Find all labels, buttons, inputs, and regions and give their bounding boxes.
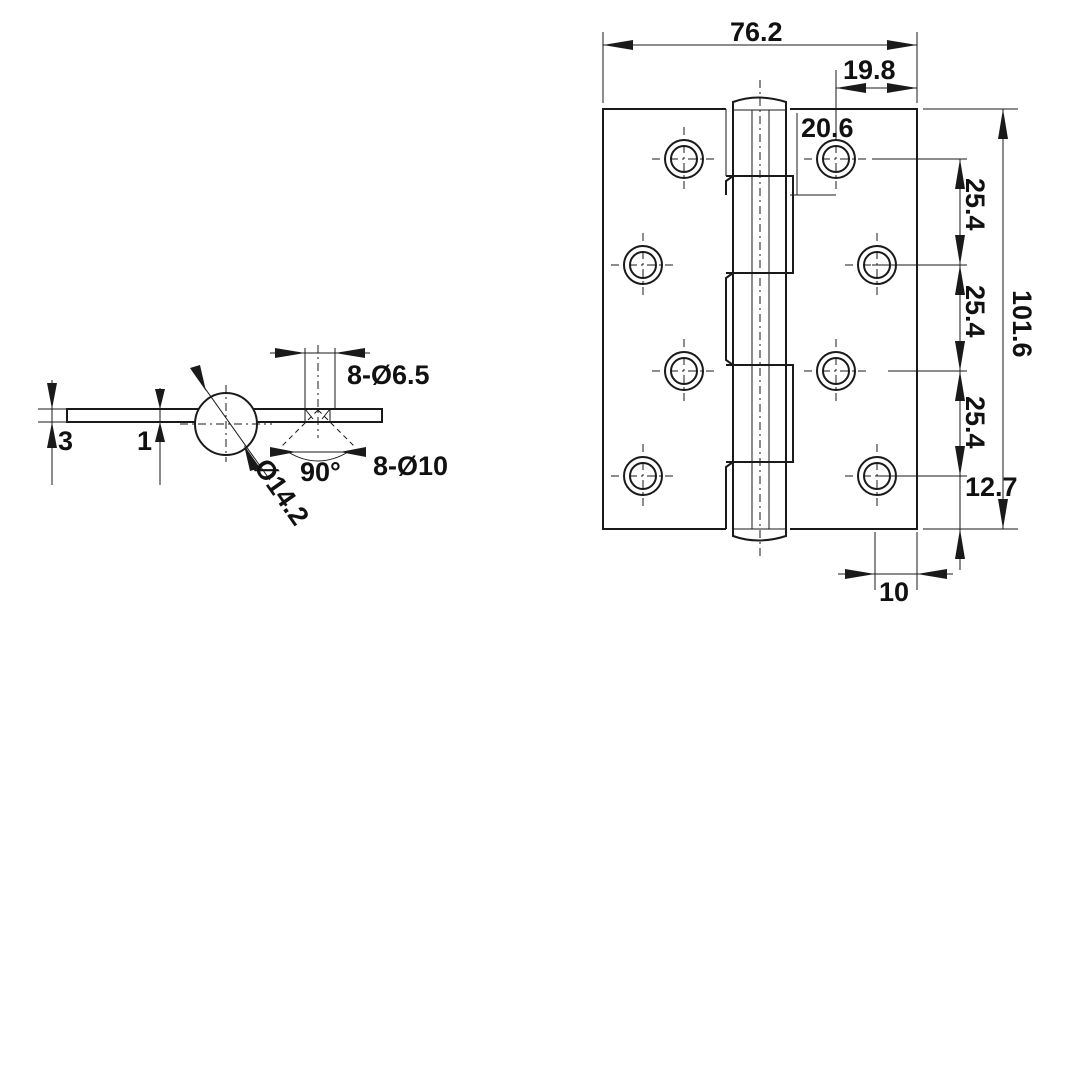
pitch-label-1: 25.4 — [960, 178, 990, 231]
side-edge-dimension — [838, 532, 953, 590]
edge-to-hole-label: 19.8 — [843, 55, 896, 85]
leaf-thickness-dimension — [155, 388, 165, 485]
screw-hole — [652, 339, 716, 403]
side-view: 3 1 8-Ø6.5 8-Ø10 90° Ø14.2 — [38, 345, 448, 531]
height-label: 101.6 — [1007, 290, 1037, 358]
width-dimension — [602, 32, 918, 103]
bottom-edge-label: 12.7 — [965, 472, 1018, 502]
leaf-thickness-label: 1 — [137, 426, 152, 456]
thickness-dimension — [38, 380, 67, 485]
hole-diameter-dimension — [270, 348, 370, 409]
edge-to-hole-dimension — [835, 70, 917, 140]
screw-hole — [652, 127, 716, 191]
knuckle-barrel — [725, 80, 794, 560]
knuckle-diameter-dimension — [190, 365, 271, 481]
knuckle-width-dimension — [790, 113, 836, 196]
countersink-label: 8-Ø10 — [373, 451, 448, 481]
height-dimension — [923, 108, 1018, 530]
right-leaf — [790, 108, 918, 530]
left-leaf — [602, 108, 726, 530]
front-view: 76.2 19.8 20.6 101.6 25.4 25.4 25.4 12.7… — [602, 17, 1037, 607]
pitch-dimensions — [872, 158, 967, 570]
screw-hole — [611, 233, 675, 297]
screw-hole — [804, 339, 868, 403]
side-edge-label: 10 — [879, 577, 909, 607]
countersunk-hole — [281, 345, 355, 462]
pitch-label-3: 25.4 — [960, 396, 990, 449]
thickness-label: 3 — [58, 426, 73, 456]
knuckle-width-label: 20.6 — [801, 113, 854, 143]
angle-label: 90° — [300, 457, 341, 487]
pitch-label-2: 25.4 — [960, 285, 990, 338]
countersink-dimension — [270, 447, 366, 457]
screw-hole — [611, 444, 675, 508]
hole-diameter-label: 8-Ø6.5 — [347, 360, 430, 390]
width-label: 76.2 — [730, 17, 783, 47]
